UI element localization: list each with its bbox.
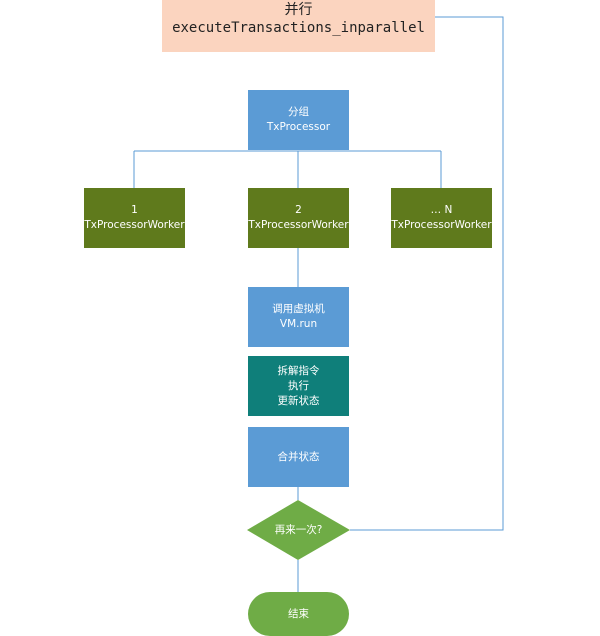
worker-index: 2 bbox=[295, 204, 302, 216]
worker-name: TxProcessorWorker bbox=[391, 219, 492, 231]
group-processor-label: TxProcessor bbox=[266, 121, 331, 133]
instruction-line-3: 更新状态 bbox=[277, 394, 320, 407]
worker-node-2: 2 TxProcessorWorker bbox=[248, 188, 349, 248]
vm-call-label: 调用虚拟机 bbox=[272, 303, 325, 315]
entry-line-1: 并行 bbox=[284, 2, 313, 18]
end-label: 结束 bbox=[288, 607, 309, 620]
worker-node-n: … N TxProcessorWorker bbox=[391, 188, 492, 248]
merge-label: 合并状态 bbox=[277, 450, 320, 463]
entry-box: 并行 executeTransactions_inparallel bbox=[162, 0, 435, 52]
worker-name: TxProcessorWorker bbox=[84, 219, 185, 231]
worker-name: TxProcessorWorker bbox=[248, 219, 349, 231]
loop-back-connector bbox=[350, 16, 504, 531]
merge-node: 合并状态 bbox=[248, 427, 349, 487]
instruction-line-2: 执行 bbox=[288, 379, 309, 392]
group-node: 分组 TxProcessor bbox=[248, 90, 349, 150]
decision-diamond bbox=[247, 500, 350, 560]
worker-index: … N bbox=[430, 204, 453, 216]
decision-node: 再来一次? bbox=[247, 500, 350, 560]
instruction-node: 拆解指令 执行 更新状态 bbox=[248, 356, 349, 416]
decision-label: 再来一次? bbox=[274, 523, 323, 536]
entry-line-2: executeTransactions_inparallel bbox=[172, 20, 425, 36]
end-node: 结束 bbox=[248, 592, 349, 636]
vm-run-label: VM.run bbox=[279, 318, 318, 330]
group-label: 分组 bbox=[288, 106, 309, 118]
worker-node-1: 1 TxProcessorWorker bbox=[84, 188, 185, 248]
worker-index: 1 bbox=[131, 204, 138, 216]
instruction-line-1: 拆解指令 bbox=[277, 364, 320, 377]
vm-call-node: 调用虚拟机 VM.run bbox=[248, 287, 349, 347]
